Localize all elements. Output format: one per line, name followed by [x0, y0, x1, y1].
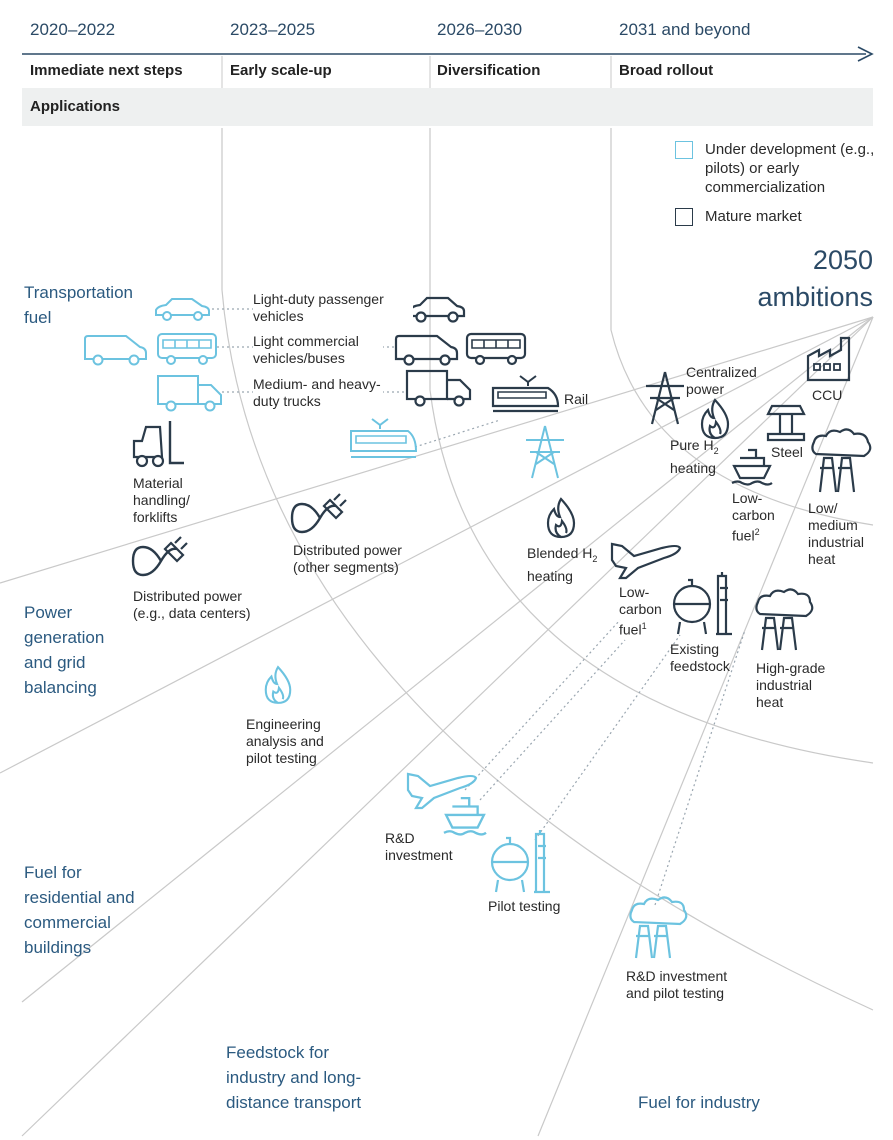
ship-icon — [443, 796, 487, 836]
power-pylon-icon — [526, 425, 564, 479]
label-distributed-power-data: Distributed power (e.g., data centers) — [133, 588, 251, 621]
legend-mature-label: Mature market — [705, 208, 802, 225]
power-pylon-icon — [646, 371, 684, 425]
label-light-duty: Light-duty passenger vehicles — [253, 291, 413, 325]
bus-icon — [157, 333, 217, 365]
phase-immediate: Immediate next steps — [30, 62, 183, 79]
refinery-icon — [490, 830, 550, 894]
label-rd-pilot-testing: R&D investment and pilot testing — [626, 968, 728, 1001]
label-steel: Steel — [771, 444, 803, 460]
applications-bar — [22, 88, 873, 126]
tram-icon — [350, 418, 418, 458]
label-blended-h2-heating: Blended H2 heating — [527, 545, 598, 584]
label-medium-heavy-trucks: Medium- and heavy-duty trucks — [253, 376, 383, 410]
forklift-icon — [132, 421, 184, 468]
category-rays — [0, 316, 874, 1137]
label-pilot-testing: Pilot testing — [488, 898, 561, 914]
label-centralized-power: Centralized power — [686, 364, 757, 397]
label-high-grade-heat: High-grade industrial heat — [756, 660, 826, 710]
category-industry: Fuel for industry — [638, 1093, 760, 1112]
timeline-arcs — [221, 128, 874, 1011]
label-light-commercial: Light commercial vehicles/buses — [253, 333, 383, 367]
ambitions-year: 2050 — [812, 245, 873, 275]
legend-mature-swatch — [675, 208, 693, 226]
car-icon — [408, 296, 466, 323]
train-icon — [491, 375, 560, 413]
ambitions-word: ambitions — [757, 282, 873, 312]
truck-icon — [405, 369, 472, 407]
refinery-icon — [672, 572, 732, 636]
phase-broad-rollout: Broad rollout — [619, 62, 714, 79]
flame-icon — [546, 497, 576, 539]
factory-icon — [806, 336, 851, 382]
steel-beam-icon — [766, 404, 806, 442]
plug-icon — [290, 493, 347, 534]
category-buildings: Fuel for residential and commercial buil… — [24, 863, 135, 957]
period-2026-2030: 2026–2030 — [437, 20, 523, 39]
label-pure-h2-heating: Pure H2 heating — [670, 437, 719, 476]
label-low-medium-heat: Low/ medium industrial heat — [808, 500, 865, 567]
ship-icon — [731, 448, 773, 486]
legend-development-swatch — [675, 141, 693, 159]
label-forklifts: Material handling/ forklifts — [133, 475, 190, 525]
flame-icon — [264, 665, 292, 704]
label-ccu: CCU — [812, 387, 843, 403]
legend-development-label: Under development (e.g., pilots) or earl… — [705, 141, 875, 196]
industrial-heat-icon — [755, 588, 814, 651]
van-icon — [394, 334, 459, 366]
period-2020-2022: 2020–2022 — [30, 20, 116, 39]
car-icon — [155, 298, 210, 321]
airplane-icon — [610, 542, 682, 580]
van-icon — [84, 335, 147, 366]
period-2023-2025: 2023–2025 — [230, 20, 316, 39]
timeline-arrowhead — [857, 46, 874, 62]
category-power: Power generation and grid balancing — [24, 603, 105, 697]
phase-early-scale-up: Early scale-up — [230, 62, 332, 79]
bus-icon — [465, 332, 527, 366]
truck-icon — [157, 375, 222, 412]
industrial-heat-icon — [811, 428, 872, 493]
label-existing-feedstock: Existing feedstock — [670, 641, 730, 674]
label-low-carbon-fuel-1: Low-carbon fuel1 — [619, 584, 662, 638]
airplane-icon — [406, 772, 478, 810]
label-rd-investment: R&D investment — [385, 830, 453, 863]
period-2031-beyond: 2031 and beyond — [619, 20, 751, 39]
flame-icon — [700, 398, 730, 440]
category-transportation: Transportation fuel — [24, 283, 133, 327]
phase-diversification: Diversification — [437, 62, 541, 79]
plug-icon — [131, 536, 188, 577]
label-distributed-power-other: Distributed power (other segments) — [293, 542, 402, 575]
industrial-heat-icon — [629, 896, 688, 959]
label-engineering-analysis: Engineering analysis and pilot testing — [246, 716, 324, 766]
label-rail: Rail — [564, 391, 589, 407]
label-low-carbon-fuel-2: Low-carbon fuel2 — [732, 490, 775, 544]
applications-label: Applications — [30, 98, 121, 115]
category-feedstock: Feedstock for industry and long-distance… — [226, 1043, 362, 1112]
